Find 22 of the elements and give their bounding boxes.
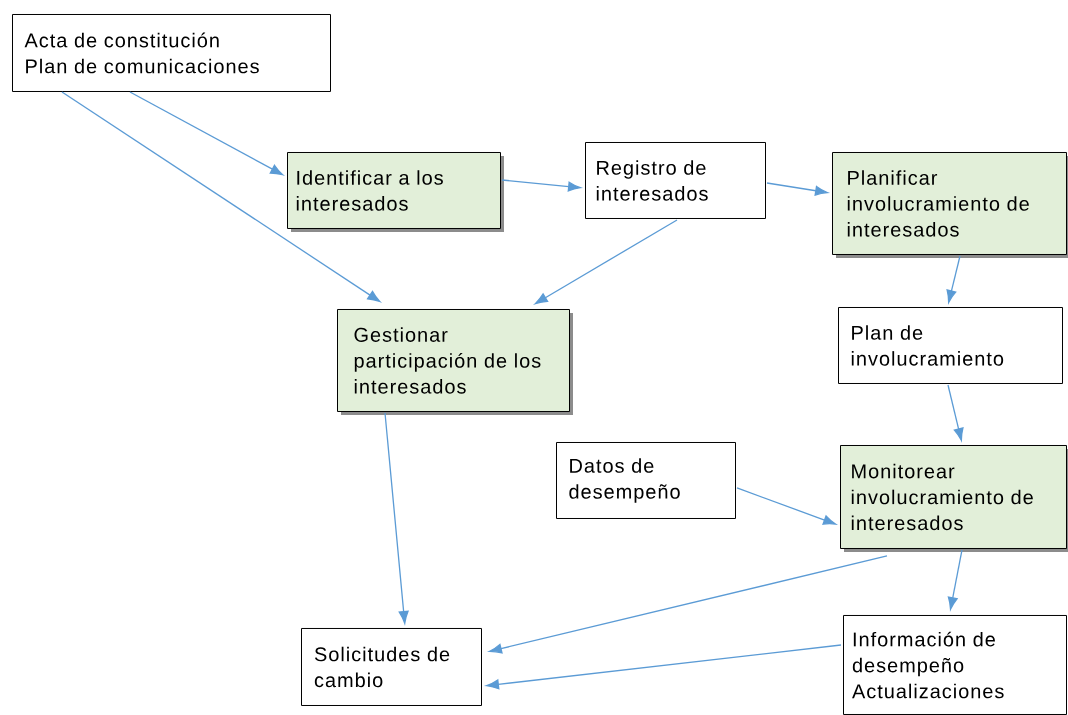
process-box: Planificar involucramiento de interesados — [832, 152, 1068, 258]
document-box: Datos de desempeño — [556, 442, 736, 519]
arrow — [766, 182, 828, 196]
process-box: Monitorear involucramiento de interesados — [840, 445, 1068, 552]
arrow — [489, 555, 888, 654]
arrow — [534, 219, 678, 305]
arrow — [486, 644, 842, 690]
document-box: Información de desempeño Actualizaciones — [843, 615, 1067, 715]
document-box: Solicitudes de cambio — [301, 628, 482, 706]
arrow — [501, 179, 581, 192]
document-box: Acta de constitución Plan de comunicaciones — [12, 14, 331, 92]
arrow — [736, 487, 837, 525]
process-box: Identificar a los interesados — [287, 152, 504, 232]
document-box: Registro de interesados — [585, 142, 766, 219]
arrow — [61, 91, 381, 303]
arrow — [384, 412, 409, 624]
process-box: Gestionar participación de los interesados — [337, 309, 573, 415]
document-box: Plan de involucramiento — [838, 307, 1063, 384]
arrow — [947, 549, 963, 610]
arrow — [947, 384, 964, 441]
arrow — [129, 91, 284, 176]
arrow — [946, 255, 961, 303]
